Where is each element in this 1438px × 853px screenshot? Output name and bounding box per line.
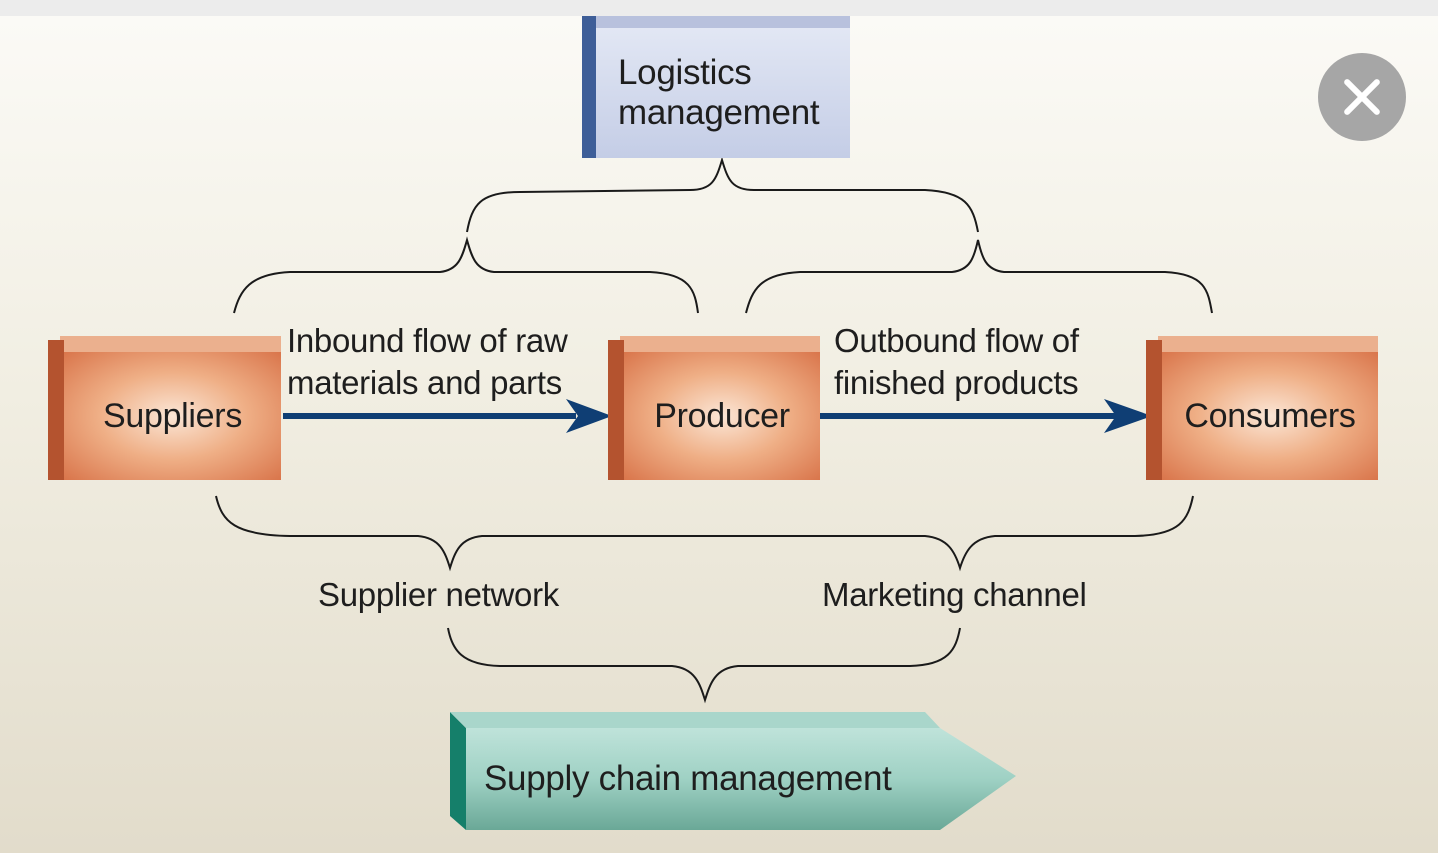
outbound-brace xyxy=(745,239,1213,314)
inbound-line2: materials and parts xyxy=(287,364,562,401)
top-bar xyxy=(0,0,1438,16)
logistics-label-line2: management xyxy=(618,93,820,132)
outbound-line2: finished products xyxy=(834,364,1079,401)
inbound-flow-label: Inbound flow of raw materials and parts xyxy=(287,320,568,404)
supply-chain-arrow-side xyxy=(450,712,466,830)
producer-label: Producer xyxy=(654,396,790,435)
supplier-network-label: Supplier network xyxy=(318,576,559,613)
close-icon[interactable] xyxy=(1318,53,1406,141)
marketing-channel-label: Marketing channel xyxy=(822,576,1087,613)
supply-chain-arrow-face xyxy=(466,728,1016,830)
inbound-line1: Inbound flow of raw xyxy=(287,322,568,359)
consumers-label: Consumers xyxy=(1184,396,1356,435)
producer-box: Producer xyxy=(608,336,820,480)
inbound-arrow-head xyxy=(566,399,612,433)
outbound-arrow-head xyxy=(1104,399,1152,433)
logistics-brace xyxy=(466,156,979,233)
supply-chain-brace xyxy=(447,627,961,704)
supply-chain-label: Supply chain management xyxy=(484,759,892,798)
outbound-line1: Outbound flow of xyxy=(834,322,1079,359)
supply-chain-arrow-top xyxy=(450,712,940,728)
suppliers-box: Suppliers xyxy=(48,336,281,480)
logistics-label-line1: Logistics xyxy=(618,53,752,92)
outbound-flow-label: Outbound flow of finished products xyxy=(834,320,1079,404)
suppliers-label: Suppliers xyxy=(102,396,243,435)
consumers-box: Consumers xyxy=(1146,336,1378,480)
inbound-brace xyxy=(233,236,699,314)
logistics-management-box: Logistics management xyxy=(582,16,850,158)
network-brace xyxy=(215,495,1194,572)
